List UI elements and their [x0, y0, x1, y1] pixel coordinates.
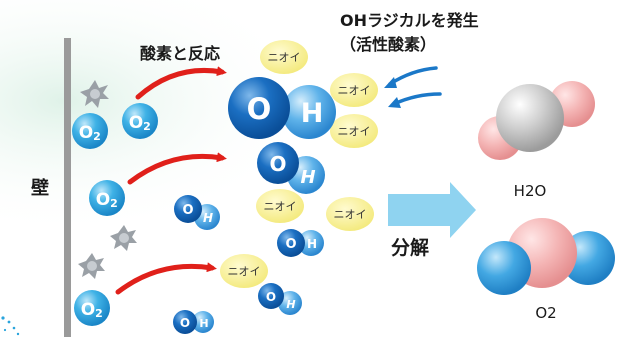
svg-text:O: O: [81, 300, 95, 320]
catalyst-spark-icon: [80, 80, 109, 108]
svg-text:H: H: [300, 167, 315, 188]
svg-text:ニオイ: ニオイ: [268, 51, 301, 64]
o2-molecule: O 2: [89, 180, 125, 216]
reaction-arrow: [115, 262, 217, 295]
process-arrow: [388, 182, 476, 238]
wall-label: 壁: [31, 177, 49, 199]
svg-text:2: 2: [93, 130, 101, 143]
oh-radical: O H: [257, 142, 325, 194]
svg-text:O: O: [285, 237, 296, 252]
svg-text:H: H: [199, 317, 208, 330]
reaction-arrow: [135, 66, 227, 100]
odor-bubble: ニオイ: [260, 40, 308, 74]
wall-bar: [64, 38, 71, 337]
oxygen-molecule: [477, 218, 615, 295]
catalyst-spark-icon: [78, 253, 105, 279]
oh-radical: O H: [174, 195, 220, 230]
svg-text:ニオイ: ニオイ: [338, 125, 371, 138]
svg-text:O: O: [180, 316, 190, 330]
reaction-label: 酸素と反応: [140, 44, 220, 63]
pointer-arrowhead: [384, 77, 397, 88]
reaction-arrow: [127, 152, 227, 185]
oh-generation-label: OHラジカルを発生: [340, 11, 479, 30]
svg-text:O: O: [247, 92, 272, 126]
svg-text:H: H: [203, 211, 213, 225]
svg-text:O: O: [269, 152, 286, 176]
odor-bubble: ニオイ: [330, 114, 378, 148]
svg-text:2: 2: [110, 197, 118, 210]
o2-molecule: O 2: [74, 290, 110, 326]
water-label: H2O: [514, 182, 547, 200]
svg-text:O: O: [129, 113, 143, 133]
odor-bubble: ニオイ: [330, 73, 378, 107]
svg-text:O: O: [79, 123, 93, 143]
odor-bubble: ニオイ: [326, 197, 374, 231]
odor-bubble: ニオイ: [220, 254, 268, 288]
svg-text:ニオイ: ニオイ: [264, 200, 297, 213]
svg-text:H: H: [307, 237, 317, 251]
oh-radical: O H: [277, 229, 324, 257]
oh-radical-large: O H: [228, 77, 336, 139]
svg-text:ニオイ: ニオイ: [334, 208, 367, 221]
oxygen-product-label: O2: [535, 304, 556, 322]
odor-bubble: ニオイ: [256, 189, 304, 223]
svg-text:H: H: [286, 298, 295, 311]
oh-radical: O H: [173, 310, 214, 334]
svg-text:2: 2: [95, 307, 103, 320]
o2-molecule: O 2: [122, 103, 158, 139]
catalyst-spark-icon: [110, 225, 137, 251]
pointer-arrowhead: [388, 97, 401, 108]
oh-generation-sublabel: （活性酸素）: [340, 35, 436, 54]
oh-radical: O H: [258, 283, 302, 315]
water-molecule: [478, 81, 595, 160]
o2-molecule: O 2: [72, 113, 108, 149]
svg-text:ニオイ: ニオイ: [228, 265, 261, 278]
svg-text:ニオイ: ニオイ: [338, 84, 371, 97]
svg-text:2: 2: [143, 120, 151, 133]
svg-text:O: O: [266, 290, 276, 304]
corner-dots-decoration: [1, 316, 20, 336]
svg-text:O: O: [96, 190, 110, 210]
svg-text:O: O: [182, 203, 193, 218]
decompose-label: 分解: [391, 236, 429, 259]
svg-text:H: H: [301, 98, 324, 129]
